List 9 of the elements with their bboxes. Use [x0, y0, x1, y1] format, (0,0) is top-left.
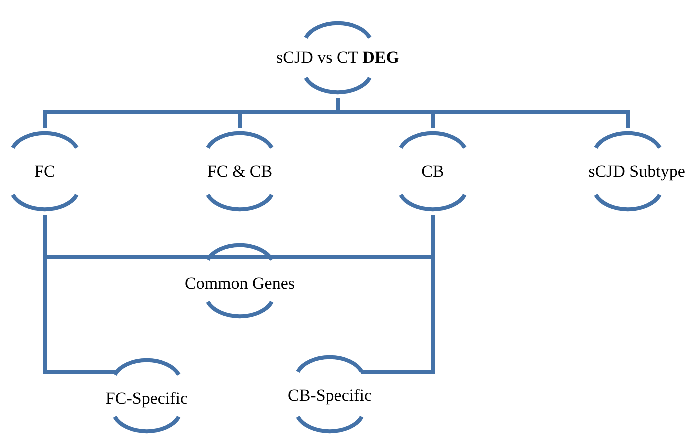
node-label: FC-Specific [106, 389, 188, 409]
node-label: CB [422, 162, 444, 182]
node-label: sCJD vs CT DEG [276, 48, 400, 68]
node-label: CB-Specific [288, 386, 372, 406]
connector-line [336, 98, 630, 128]
node-label: sCJD Subtype [588, 162, 686, 182]
node-label: Common Genes [184, 274, 296, 294]
node-label: FC [34, 162, 56, 182]
node-label: FC & CB [207, 162, 273, 182]
